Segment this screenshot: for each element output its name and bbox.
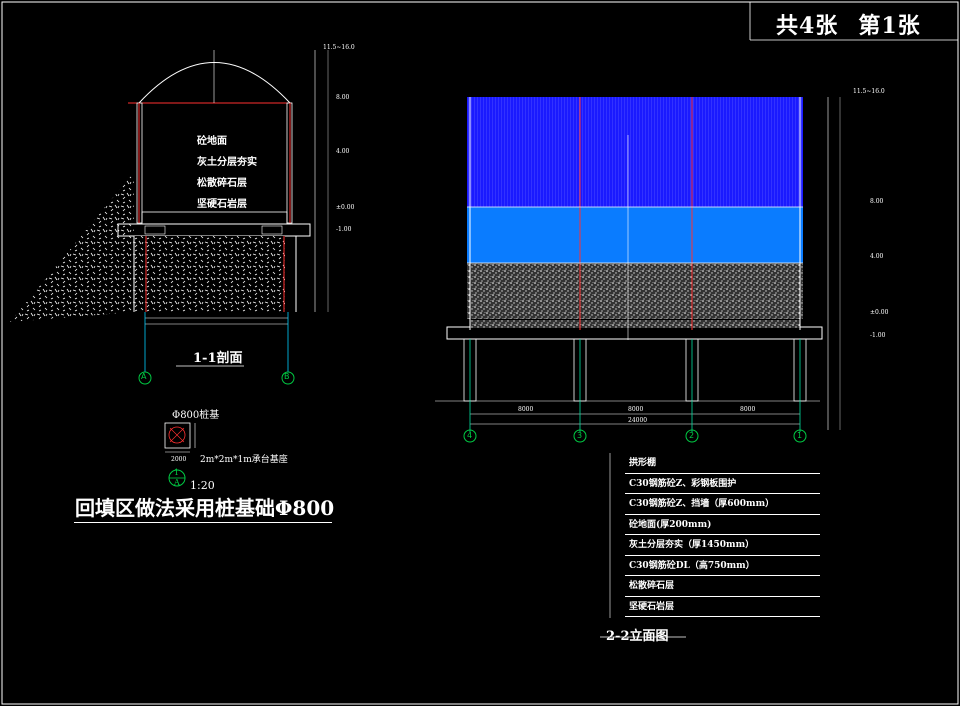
pile-detail-drawing: [164, 422, 196, 487]
pile-detail-label: Φ800桩基: [172, 410, 220, 421]
axis-3-bubble: [573, 429, 587, 443]
layer-label-hard-rock: 坚硬石岩层: [197, 199, 247, 210]
main-title-underline: [74, 522, 332, 523]
section-1-1-title: 1-1剖面: [193, 351, 243, 366]
section-1-1-drawing: [10, 50, 329, 372]
main-title: 回填区做法采用桩基础Φ800: [75, 496, 335, 520]
legend-row-concrete-floor: 砼地面(厚200mm): [625, 515, 820, 535]
elev-1-1-minus1: -1.00: [336, 226, 352, 233]
sheet-current: 第1张: [858, 13, 921, 39]
axis-A-bubble: [138, 371, 152, 385]
legend-row-retaining-wall: C30钢筋砼Z、挡墙（厚600mm）: [625, 494, 820, 515]
wall-band: [467, 207, 803, 263]
bay-dim-1: 8000: [518, 406, 534, 413]
fill-layer: [150, 236, 285, 312]
axis-label-2: 2: [689, 431, 695, 440]
sheet-counter: 共4张第1张: [776, 8, 921, 40]
axis-label-A: A: [141, 372, 147, 381]
fill-band: [467, 263, 803, 319]
layer-label-concrete-floor: 砼地面: [197, 136, 227, 147]
axis-1-bubble: [793, 429, 807, 443]
material-legend: 拱形棚 C30钢筋砼Z、彩钢板围护 C30钢筋砼Z、挡墙（厚600mm） 砼地面…: [625, 453, 820, 617]
axis-2-bubble: [685, 429, 699, 443]
elev-1-1-8: 8.00: [336, 94, 350, 101]
axis-label-4: 4: [467, 431, 473, 440]
axis-label-B: B: [284, 372, 290, 381]
axis-label-3: 3: [577, 431, 583, 440]
elev-2-2-8: 8.00: [870, 198, 884, 205]
bay-dim-2: 8000: [628, 406, 644, 413]
legend-row-hard-rock: 坚硬石岩层: [625, 597, 820, 617]
legend-row-loose-gravel: 松散碎石层: [625, 576, 820, 597]
arch-roof: [138, 62, 291, 104]
elev-2-2-4: 4.00: [870, 253, 884, 260]
total-dim: 24000: [628, 417, 648, 424]
elev-2-2-minus1: -1.00: [870, 332, 886, 339]
legend-row-arch-shed: 拱形棚: [625, 453, 820, 474]
legend-row-lime-soil: 灰土分层夯实（厚1450mm）: [625, 535, 820, 556]
elev-1-1-top: 11.5~16.0: [323, 44, 355, 51]
roof-band: [467, 97, 803, 207]
elev-2-2-0: ±0.00: [870, 309, 889, 316]
legend-row-ground-beam: C30钢筋砼DL（高750mm）: [625, 556, 820, 576]
pile-width-dim: 2000: [171, 456, 187, 463]
detail-mark-top: 1: [174, 468, 180, 477]
pile-detail-scale: 1:20: [190, 479, 215, 492]
rubble-slope: [10, 172, 134, 322]
elev-1-1-0: ±0.00: [336, 204, 355, 211]
axis-label-1: 1: [797, 431, 803, 440]
layer-label-lime-soil: 灰土分层夯实: [197, 157, 257, 168]
pile-cap-label: 2m*2m*1m承台基座: [200, 455, 288, 465]
elev-1-1-4: 4.00: [336, 148, 350, 155]
legend-row-column-panel: C30钢筋砼Z、彩钢板围护: [625, 474, 820, 494]
elev-2-2-top: 11.5~16.0: [853, 88, 885, 95]
axis-4-bubble: [463, 429, 477, 443]
layer-label-loose-gravel: 松散碎石层: [197, 178, 247, 189]
bay-dim-3: 8000: [740, 406, 756, 413]
section-2-2-title: 2-2立面图: [606, 629, 669, 644]
section-2-2-drawing: [435, 97, 841, 638]
detail-mark-bottom: A: [174, 478, 180, 487]
sheet-total: 共4张: [776, 13, 839, 39]
axis-B-bubble: [281, 371, 295, 385]
